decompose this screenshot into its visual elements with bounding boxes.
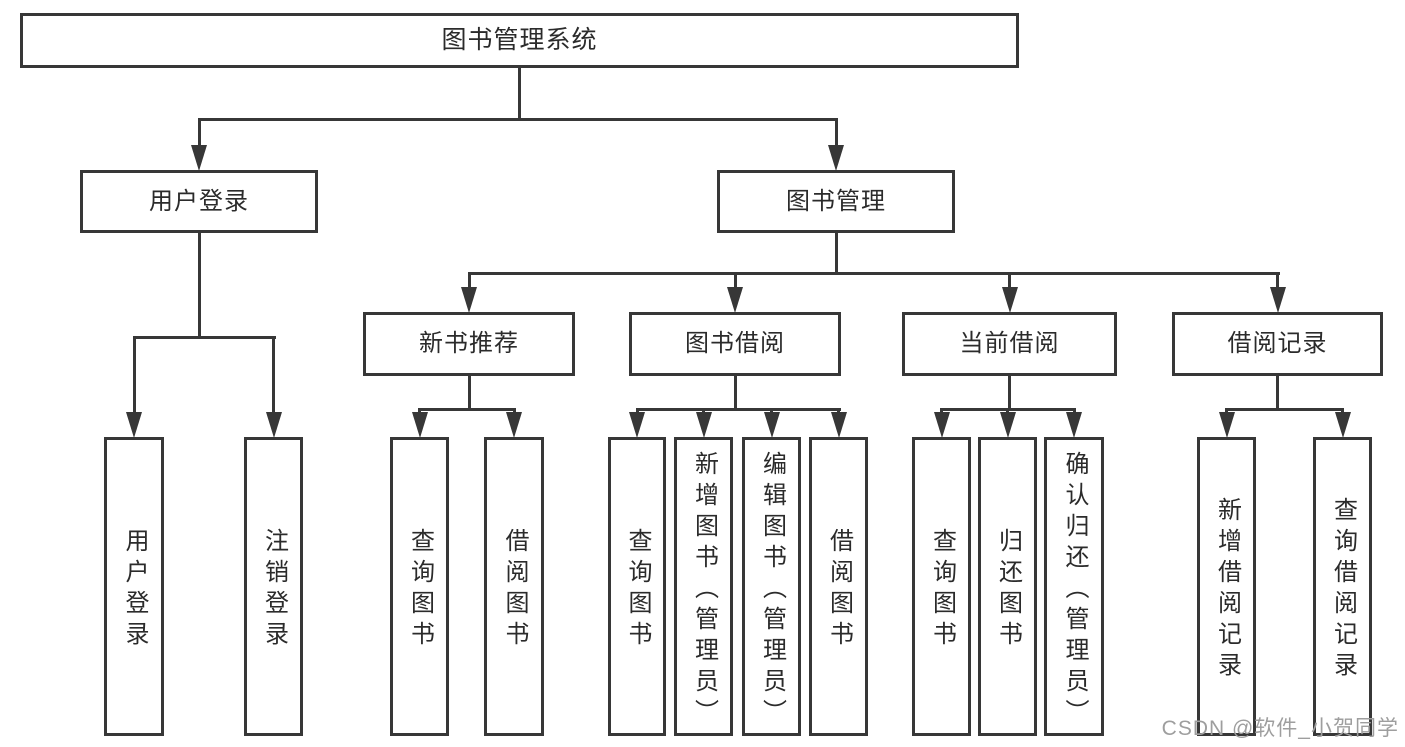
arrowhead-icon-leaf-add-borrow-record bbox=[1219, 412, 1235, 438]
node-leaf-add-borrow-record: 新增借阅记录 bbox=[1197, 437, 1256, 736]
node-label-leaf-user-login: 用户登录 bbox=[121, 528, 148, 652]
connector-drop-new-book-recommend bbox=[468, 272, 471, 290]
node-leaf-logout: 注销登录 bbox=[244, 437, 303, 736]
node-label-user-login-module: 用户登录 bbox=[149, 187, 249, 215]
connector-drop-leaf-user-login bbox=[133, 336, 136, 415]
connector-drop-leaf-query-borrow-record bbox=[1341, 408, 1344, 415]
node-current-borrowing: 当前借阅 bbox=[902, 312, 1117, 376]
arrowhead-icon-leaf-confirm-return-admin bbox=[1066, 412, 1082, 438]
node-label-leaf-logout: 注销登录 bbox=[260, 528, 288, 652]
node-root: 图书管理系统 bbox=[20, 13, 1019, 68]
node-label-leaf-borrow-books-rec: 借阅图书 bbox=[501, 528, 528, 652]
arrowhead-icon-leaf-borrow-books-rec bbox=[506, 412, 522, 438]
connector-bus-book-management-module bbox=[468, 272, 1280, 275]
arrowhead-icon-leaf-edit-books-admin bbox=[764, 412, 780, 438]
connector-drop-book-management-module bbox=[835, 118, 838, 148]
node-book-management-module: 图书管理 bbox=[717, 170, 955, 233]
connector-stem-root bbox=[518, 68, 521, 121]
connector-drop-leaf-borrow-books-2 bbox=[837, 408, 840, 415]
arrowhead-icon-leaf-logout bbox=[266, 412, 282, 438]
connector-drop-borrowing-records bbox=[1276, 272, 1279, 290]
node-leaf-return-books: 归还图书 bbox=[978, 437, 1037, 736]
connector-drop-leaf-borrow-books-rec bbox=[513, 408, 516, 415]
arrowhead-icon-leaf-add-books-admin bbox=[696, 412, 712, 438]
node-book-borrowing: 图书借阅 bbox=[629, 312, 841, 376]
node-leaf-query-books-borrow: 查询图书 bbox=[608, 437, 666, 736]
connector-stem-user-login-module bbox=[198, 233, 201, 339]
node-label-leaf-query-books-rec: 查询图书 bbox=[406, 528, 434, 652]
connector-bus-root bbox=[198, 118, 838, 121]
node-label-leaf-borrow-books-2: 借阅图书 bbox=[825, 528, 853, 652]
arrowhead-icon-current-borrowing bbox=[1002, 287, 1018, 313]
node-label-leaf-confirm-return-admin: 确认归还（管理员） bbox=[1061, 450, 1088, 730]
connector-drop-leaf-confirm-return-admin bbox=[1073, 408, 1076, 415]
connector-drop-leaf-return-books bbox=[1006, 408, 1009, 415]
node-leaf-user-login: 用户登录 bbox=[104, 437, 164, 736]
node-new-book-recommend: 新书推荐 bbox=[363, 312, 575, 376]
arrowhead-icon-borrowing-records bbox=[1270, 287, 1286, 313]
connector-drop-book-borrowing bbox=[734, 272, 737, 290]
connector-drop-leaf-query-books-current bbox=[940, 408, 943, 415]
node-user-login-module: 用户登录 bbox=[80, 170, 318, 233]
connector-drop-leaf-logout bbox=[272, 336, 275, 415]
node-label-leaf-return-books: 归还图书 bbox=[994, 528, 1022, 652]
connector-bus-book-borrowing bbox=[636, 408, 841, 411]
node-label-book-management-module: 图书管理 bbox=[786, 187, 886, 215]
node-leaf-query-books-current: 查询图书 bbox=[912, 437, 971, 736]
node-leaf-confirm-return-admin: 确认归还（管理员） bbox=[1044, 437, 1104, 736]
arrowhead-icon-leaf-query-books-current bbox=[934, 412, 950, 438]
connector-bus-new-book-recommend bbox=[418, 408, 516, 411]
arrowhead-icon-book-borrowing bbox=[727, 287, 743, 313]
node-borrowing-records: 借阅记录 bbox=[1172, 312, 1383, 376]
node-label-leaf-query-books-current: 查询图书 bbox=[928, 528, 956, 652]
node-label-current-borrowing: 当前借阅 bbox=[959, 330, 1060, 357]
node-leaf-query-borrow-record: 查询借阅记录 bbox=[1313, 437, 1372, 736]
connector-stem-current-borrowing bbox=[1008, 376, 1011, 411]
node-leaf-query-books-rec: 查询图书 bbox=[390, 437, 449, 736]
connector-drop-leaf-add-books-admin bbox=[702, 408, 705, 415]
arrowhead-icon-leaf-user-login bbox=[126, 412, 142, 438]
node-label-borrowing-records: 借阅记录 bbox=[1227, 330, 1328, 357]
node-leaf-edit-books-admin: 编辑图书（管理员） bbox=[742, 437, 801, 736]
node-label-leaf-edit-books-admin: 编辑图书（管理员） bbox=[758, 450, 786, 730]
node-label-leaf-add-books-admin: 新增图书（管理员） bbox=[690, 450, 718, 730]
node-label-leaf-add-borrow-record: 新增借阅记录 bbox=[1213, 497, 1241, 683]
connector-stem-book-management-module bbox=[835, 233, 838, 275]
connector-drop-leaf-query-books-borrow bbox=[636, 408, 639, 415]
connector-drop-leaf-edit-books-admin bbox=[770, 408, 773, 415]
connector-stem-book-borrowing bbox=[734, 376, 737, 411]
node-label-new-book-recommend: 新书推荐 bbox=[419, 330, 519, 357]
arrowhead-icon-leaf-query-borrow-record bbox=[1335, 412, 1351, 438]
connector-drop-leaf-query-books-rec bbox=[418, 408, 421, 415]
node-label-root: 图书管理系统 bbox=[441, 26, 598, 54]
arrowhead-icon-new-book-recommend bbox=[461, 287, 477, 313]
node-label-book-borrowing: 图书借阅 bbox=[685, 330, 785, 357]
node-leaf-borrow-books-rec: 借阅图书 bbox=[484, 437, 544, 736]
node-leaf-add-books-admin: 新增图书（管理员） bbox=[674, 437, 733, 736]
watermark: CSDN @软件_小贺同学 bbox=[1161, 717, 1399, 740]
arrowhead-icon-leaf-return-books bbox=[1000, 412, 1016, 438]
connector-bus-borrowing-records bbox=[1225, 408, 1344, 411]
arrowhead-icon-user-login-module bbox=[191, 145, 207, 171]
connector-stem-borrowing-records bbox=[1276, 376, 1279, 411]
connector-drop-current-borrowing bbox=[1008, 272, 1011, 290]
node-leaf-borrow-books-2: 借阅图书 bbox=[809, 437, 868, 736]
arrowhead-icon-leaf-query-books-borrow bbox=[629, 412, 645, 438]
arrowhead-icon-book-management-module bbox=[828, 145, 844, 171]
arrowhead-icon-leaf-borrow-books-2 bbox=[831, 412, 847, 438]
connector-drop-leaf-add-borrow-record bbox=[1225, 408, 1228, 415]
connector-stem-new-book-recommend bbox=[468, 376, 471, 411]
arrowhead-icon-leaf-query-books-rec bbox=[412, 412, 428, 438]
connector-drop-user-login-module bbox=[198, 118, 201, 148]
node-label-leaf-query-borrow-record: 查询借阅记录 bbox=[1329, 497, 1357, 683]
node-label-leaf-query-books-borrow: 查询图书 bbox=[624, 528, 651, 652]
connector-bus-user-login-module bbox=[133, 336, 276, 339]
